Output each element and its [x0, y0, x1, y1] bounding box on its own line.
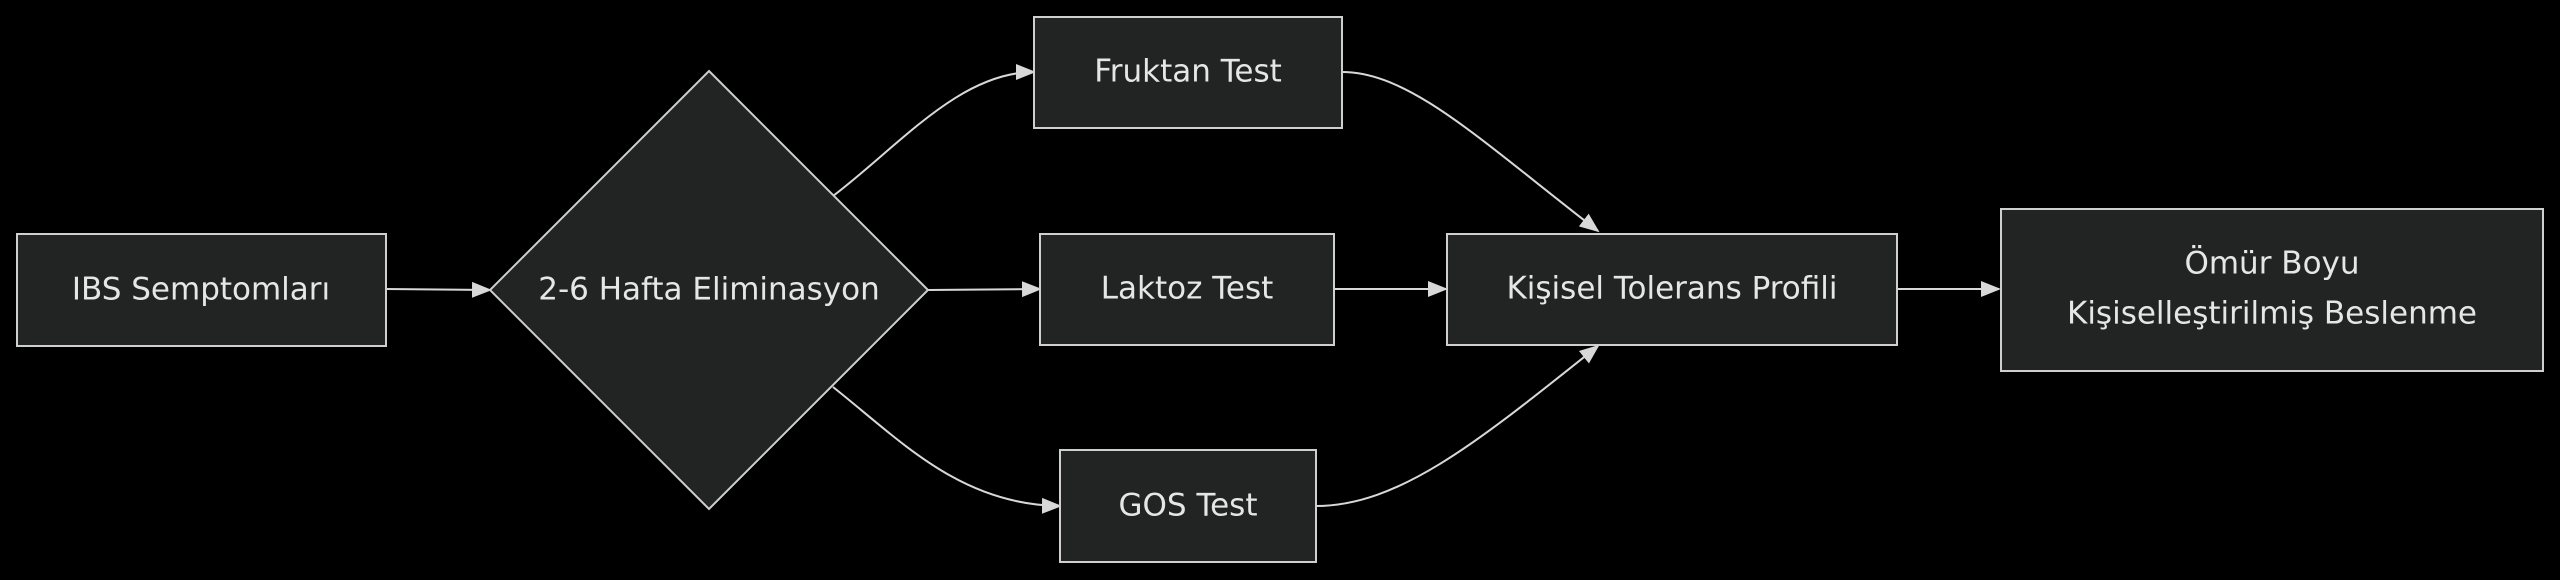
node-fruktan-test: Fruktan Test	[1033, 16, 1343, 129]
node-laktoz-label: Laktoz Test	[1101, 271, 1274, 307]
edge-elim-to-gos	[832, 386, 1062, 514]
edge-ibs-to-elim	[385, 281, 492, 298]
node-omur-label-line1: Ömür Boyu	[2184, 245, 2359, 282]
edge-elim-to-fruktan	[832, 64, 1036, 197]
node-omur-label-line2: Kişiselleştirilmiş Beslenme	[2067, 296, 2477, 332]
node-fruktan-label: Fruktan Test	[1094, 54, 1282, 90]
node-laktoz-test: Laktoz Test	[1039, 233, 1335, 346]
node-gos-label: GOS Test	[1118, 488, 1257, 524]
node-ibs-semptomlari: IBS Semptomları	[16, 233, 387, 347]
edge-elim-to-laktoz	[927, 281, 1042, 298]
node-tolerans-profili: Kişisel Tolerans Profili	[1446, 233, 1898, 346]
node-eliminasyon-label: 2-6 Hafta Eliminasyon	[538, 272, 880, 308]
node-ibs-label: IBS Semptomları	[72, 272, 330, 308]
node-gos-test: GOS Test	[1059, 449, 1317, 563]
edge-fruktan-to-profil	[1341, 71, 1600, 233]
node-profil-label: Kişisel Tolerans Profili	[1506, 271, 1837, 307]
node-eliminasyon-decision: 2-6 Hafta Eliminasyon	[488, 69, 930, 511]
edge-gos-to-profil	[1315, 344, 1600, 507]
node-omur-boyu-beslenme: Ömür Boyu Kişiselleştirilmiş Beslenme	[2000, 208, 2544, 372]
